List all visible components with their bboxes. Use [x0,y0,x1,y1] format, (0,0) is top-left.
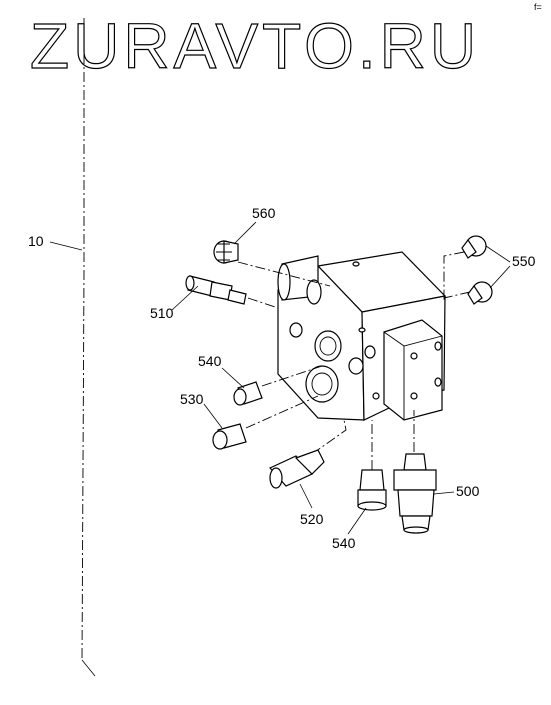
part-510-sensor [185,275,247,305]
corner-mark: f= [534,2,542,12]
part-530-plug [212,423,247,450]
callout-label-10: 10 [28,233,44,249]
callout-550: 550 [485,245,536,289]
callout-530: 530 [180,391,223,429]
callout-label-560: 560 [252,205,276,221]
callout-10: 10 [28,233,83,251]
callout-540-upper: 540 [198,353,245,389]
callout-label-510: 510 [150,305,174,321]
callout-label-550: 550 [512,253,536,269]
callout-540-lower: 540 [332,507,367,551]
part-560-fitting [213,240,239,264]
part-540-plug-upper [233,381,263,406]
part-500-solenoid-valve [393,453,437,534]
watermark-text: ZURAVTO.RU [30,10,480,82]
callout-label-530: 530 [180,391,204,407]
valve-block-main [277,251,447,421]
callout-label-540-lower: 540 [332,535,356,551]
callout-500: 500 [433,483,480,499]
part-540-plug-lower [357,469,387,511]
callout-label-520: 520 [300,511,324,527]
callout-label-540-upper: 540 [198,353,222,369]
assembly-lines [237,251,471,470]
part-520-switch [269,449,325,489]
part-550-fittings [461,235,493,305]
callout-label-500: 500 [456,483,480,499]
callout-560: 560 [233,205,276,245]
callout-520: 520 [299,483,324,527]
assembly-centerline [81,18,96,677]
callout-510: 510 [150,285,199,321]
